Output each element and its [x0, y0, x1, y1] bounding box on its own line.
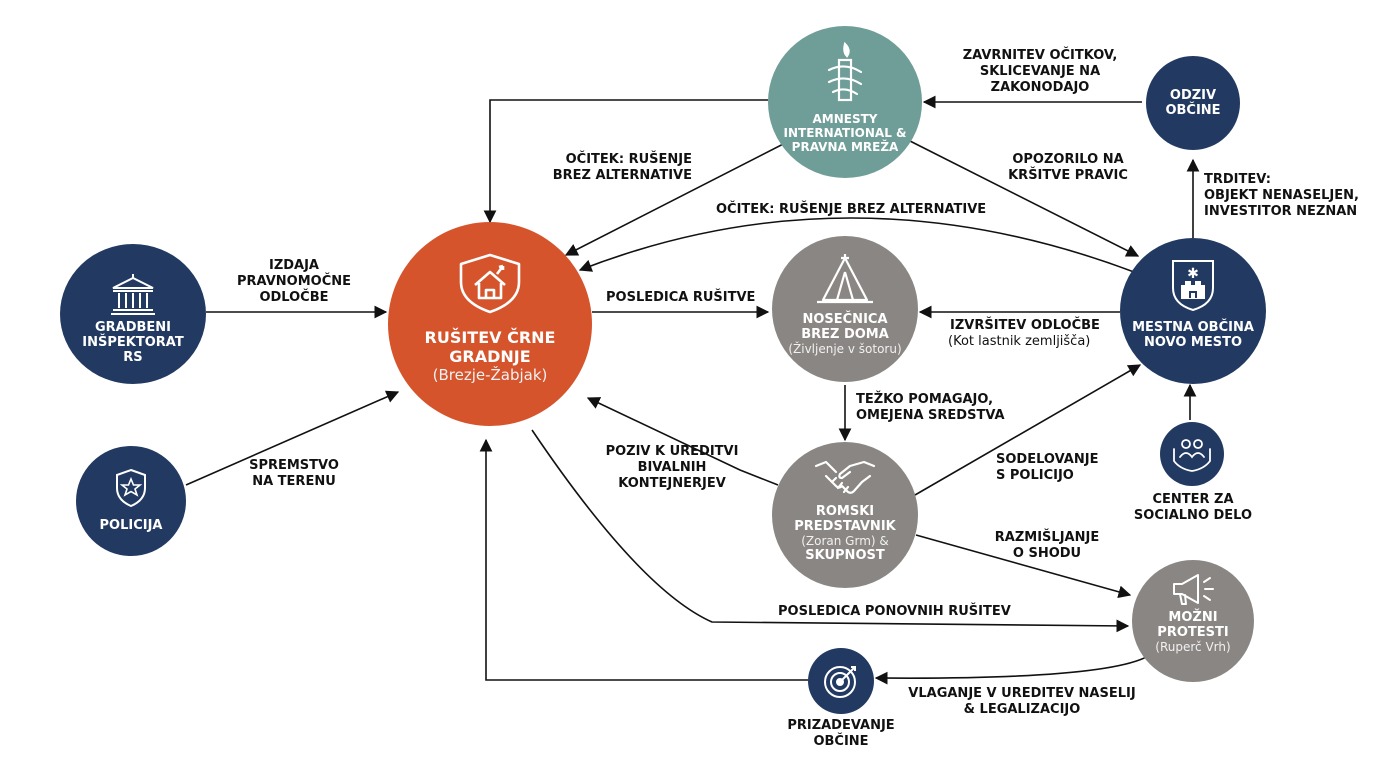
- edge-prizadevanje-rusitev: [479, 438, 808, 681]
- edge-label-ponovne: POSLEDICA PONOVNIH RUŠITEV: [778, 604, 1011, 619]
- node-center-socialno-delo: [1160, 422, 1224, 486]
- edge-label-sodelovanje: SODELOVANJE S POLICIJO: [996, 452, 1099, 483]
- romski-sublabel: (Zoran Grm) &: [801, 534, 889, 548]
- people-hands-icon: [1173, 439, 1211, 472]
- node-gradbeni-inspektorat: GRADBENI INŠPEKTORAT RS: [60, 244, 206, 384]
- edge-label-posledica: POSLEDICA RUŠITVE: [606, 290, 756, 305]
- node-romski-predstavnik: ROMSKI PREDSTAVNIK (Zoran Grm) & SKUPNOS…: [772, 442, 918, 588]
- courthouse-icon: [111, 274, 155, 315]
- node-mestna-obcina: ✱ MESTNA OBČINA NOVO MESTO: [1120, 238, 1266, 384]
- edge-opozorilo: [907, 139, 1140, 257]
- edge-label-ocitek1: OČITEK: RUŠENJE BREZ ALTERNATIVE: [552, 152, 692, 183]
- amnesty-label: AMNESTY INTERNATIONAL & PRAVNA MREŽA: [783, 112, 907, 154]
- node-odziv-obcine: ODZIV OBČINE: [1146, 56, 1240, 150]
- node-rusitev-crne-gradnje: RUŠITEV ČRNE GRADNJE (Brezje-Žabjak): [388, 222, 592, 426]
- policija-label: POLICIJA: [99, 518, 163, 533]
- protesti-sublabel: (Ruperč Vrh): [1155, 640, 1231, 654]
- edge-ponovne: [531, 429, 1130, 633]
- edge-label-tezko: TEŽKO POMAGAJO, OMEJENA SREDSTVA: [856, 392, 1005, 423]
- odziv-label: ODZIV OBČINE: [1165, 88, 1221, 118]
- police-badge-icon: [116, 468, 146, 508]
- megaphone-icon: [1173, 574, 1214, 605]
- nosecnica-sublabel: (Življenje v šotoru): [788, 342, 902, 356]
- edge-ocitek2: [578, 217, 1135, 273]
- edge-sodelovanje: [914, 364, 1142, 496]
- edge-label-spremstvo: SPREMSTVO NA TERENU: [249, 458, 339, 489]
- coat-of-arms-icon: ✱: [1172, 260, 1214, 312]
- edge-ocitek1: [564, 137, 796, 256]
- romski-label-bottom: SKUPNOST: [805, 548, 885, 563]
- edge-poziv: [586, 397, 779, 486]
- edge-label-izvrsitev: IZVRŠITEV ODLOČBE: [950, 318, 1100, 333]
- edge-amnesty-top: [483, 99, 768, 224]
- romski-label: ROMSKI PREDSTAVNIK: [794, 504, 896, 534]
- node-policija: POLICIJA: [76, 446, 186, 556]
- edge-label-razmisljanje: RAZMIŠLJANJE O SHODU: [994, 530, 1100, 561]
- center-socialno-delo-label: CENTER ZA SOCIALNO DELO: [1133, 492, 1253, 523]
- shield-house-icon: [459, 253, 521, 314]
- tent-icon: [817, 254, 873, 304]
- edge-vlaganje: [874, 654, 1151, 685]
- node-amnesty: AMNESTY INTERNATIONAL & PRAVNA MREŽA: [768, 26, 922, 178]
- handshake-icon: [814, 460, 876, 494]
- rusitev-sublabel: (Brezje-Žabjak): [432, 366, 548, 384]
- amnesty-candle-icon: [827, 41, 863, 102]
- node-prizadevanje-obcine: [808, 648, 874, 714]
- rusitev-label: RUŠITEV ČRNE GRADNJE: [424, 328, 556, 366]
- svg-text:✱: ✱: [1187, 266, 1199, 282]
- edge-label-poziv: POZIV K UREDITVI BIVALNIH KONTEJNERJEV: [605, 444, 739, 491]
- target-icon: [824, 666, 856, 698]
- edge-label-izvrsitev-sub: (Kot lastnik zemljišča): [948, 334, 1091, 349]
- nosecnica-label: NOSEČNICA BREZ DOMA: [801, 312, 889, 342]
- node-mozni-protesti: MOŽNI PROTESTI (Ruperč Vrh): [1132, 560, 1254, 682]
- edge-spremstvo: [185, 390, 400, 486]
- mestna-label: MESTNA OBČINA NOVO MESTO: [1132, 320, 1254, 350]
- edge-label-opozorilo: OPOZORILO NA KRŠITVE PRAVIC: [1008, 152, 1128, 183]
- edge-label-vlaganje: VLAGANJE V UREDITEV NASELIJ & LEGALIZACI…: [908, 686, 1136, 717]
- edge-label-izdaja: IZDAJA PRAVNOMOČNE ODLOČBE: [237, 258, 351, 305]
- edge-label-ocitek2: OČITEK: RUŠENJE BREZ ALTERNATIVE: [716, 202, 987, 217]
- node-nosecnica: NOSEČNICA BREZ DOMA (Življenje v šotoru): [772, 236, 918, 382]
- edge-label-zavrnitev: ZAVRNITEV OČITKOV, SKLICEVANJE NA ZAKONO…: [962, 48, 1118, 95]
- gradbeni-label: GRADBENI INŠPEKTORAT RS: [82, 320, 184, 365]
- edge-razmisljanje: [915, 534, 1132, 599]
- protesti-label: MOŽNI PROTESTI: [1157, 610, 1229, 640]
- prizadevanje-label: PRIZADEVANJE OBČINE: [787, 718, 895, 749]
- edge-label-trditev: TRDITEV: OBJEKT NENASELJEN, INVESTITOR N…: [1204, 172, 1359, 219]
